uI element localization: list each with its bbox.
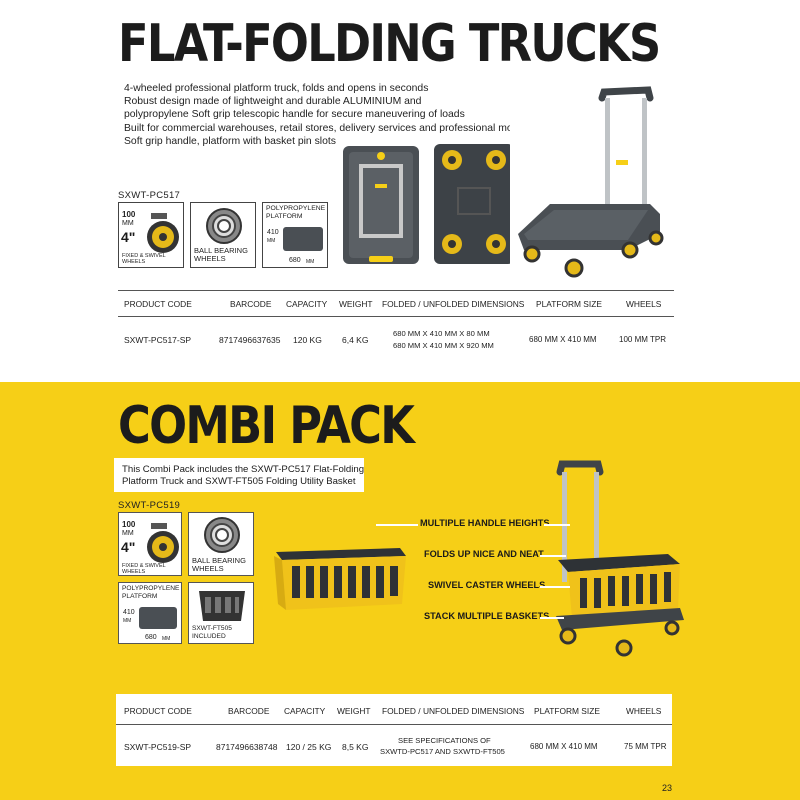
cell-product-code: SXWT-PC517-SP [124,335,192,345]
platform-shape-icon [139,607,177,629]
wheel-size-mm: 100 [122,520,136,529]
header-product-code: PRODUCT CODE [124,706,192,716]
callout-folds-up: FOLDS UP NICE AND NEAT [424,549,544,559]
intro-box: This Combi Pack includes the SXWT-PC517 … [114,458,364,492]
ball-bearing-feature: BALL BEARING WHEELS [188,512,254,576]
table-divider [116,724,672,725]
callout-line [540,586,570,588]
bullet-item: Robust design made of lightweight and du… [124,96,422,108]
section-title-combi-pack: COMBI PACK [118,396,415,456]
platform-depth-unit: MM [123,618,132,624]
callout-line [544,524,570,526]
ball-bearing-icon [203,516,241,559]
intro-line: This Combi Pack includes the SXWT-PC517 … [122,464,365,475]
intro-line: Platform Truck and SXWT-FT505 Folding Ut… [122,476,356,487]
platform-width-unit: MM [306,259,315,265]
wheel-caption: FIXED & SWIVEL WHEELS [122,253,166,265]
model-number: SXWT-PC519 [118,500,181,511]
bearing-caption: BALL BEARING WHEELS [192,556,246,573]
basket-icon [197,587,247,628]
cell-wheels: 100 MM TPR [619,335,666,344]
wheel-size-feature: 100 MM 4" FIXED & SWIVEL WHEELS [118,202,184,268]
callout-handle-heights: MULTIPLE HANDLE HEIGHTS [420,518,550,528]
spec-table: PRODUCT CODE BARCODE CAPACITY WEIGHT FOL… [116,694,672,766]
wheel-size-unit: MM [122,220,134,227]
basket-feature: SXWT-FT505 INCLUDED [188,582,254,644]
caster-wheel-icon [141,213,181,260]
page-number: 23 [662,783,673,793]
header-platform-size: PLATFORM SIZE [536,299,602,309]
wheel-size-feature: 100 MM 4" FIXED & SWIVEL WHEELS [118,512,182,576]
header-barcode: BARCODE [230,299,272,309]
wheel-size-unit: MM [122,530,134,537]
model-number: SXWT-PC517 [118,190,181,201]
cell-platform-size: 680 MM X 410 MM [530,742,598,751]
header-capacity: CAPACITY [284,706,326,716]
cell-platform-size: 680 MM X 410 MM [529,335,597,344]
platform-caption: POLYPROPYLENE PLATFORM [266,205,326,220]
wheel-size-mm: 100 [122,210,136,219]
ball-bearing-feature: BALL BEARING WHEELS [190,202,256,268]
callout-swivel-wheels: SWIVEL CASTER WHEELS [428,580,546,590]
platform-feature: POLYPROPYLENE PLATFORM 410 MM 680 MM [118,582,182,644]
header-weight: WEIGHT [337,706,371,716]
platform-shape-icon [283,227,323,251]
platform-depth: 410 [123,609,135,616]
header-weight: WEIGHT [339,299,373,309]
feature-bullet-list: 4-wheeled professional platform truck, f… [124,82,532,148]
header-platform-size: PLATFORM SIZE [534,706,600,716]
header-capacity: CAPACITY [286,299,328,309]
platform-width: 680 [289,257,301,264]
callout-line [540,555,566,557]
bullet-item: 4-wheeled professional platform truck, f… [124,83,429,94]
platform-truck-image [510,64,690,278]
header-dimensions: FOLDED / UNFOLDED DIMENSIONS [382,299,525,309]
header-wheels: WHEELS [626,706,662,716]
cell-barcode: 8717496638748 [216,742,278,752]
platform-feature: POLYPROPYLENE PLATFORM 410 MM 680 MM [262,202,328,268]
folded-truck-back-image [428,138,520,268]
table-divider [118,290,674,291]
header-product-code: PRODUCT CODE [124,299,192,309]
ball-bearing-icon [205,207,243,250]
platform-width: 680 [145,634,157,641]
cell-dimensions-note: SXWTD-PC517 AND SXWTD-FT505 [380,747,505,756]
wheel-size-inch: 4" [121,539,136,555]
bullet-item: Soft grip handle, platform with basket p… [124,135,336,147]
caster-wheel-icon [141,523,181,570]
cell-product-code: SXWT-PC519-SP [124,742,192,752]
combi-truck-image [548,460,688,665]
callout-stack-baskets: STACK MULTIPLE BASKETS [424,611,550,621]
bullet-item: Built for commercial warehouses, retail … [124,122,533,134]
header-dimensions: FOLDED / UNFOLDED DIMENSIONS [382,706,525,716]
cell-dimensions-unfolded: 680 MM X 410 MM X 920 MM [393,341,494,350]
wheel-size-inch: 4" [121,229,136,245]
platform-caption: POLYPROPYLENE PLATFORM [122,585,180,600]
cell-dimensions-note: SEE SPECIFICATIONS OF [398,736,491,745]
cell-barcode: 8717496637635 [219,335,281,345]
header-wheels: WHEELS [626,299,662,309]
cell-dimensions-folded: 680 MM X 410 MM X 80 MM [393,329,490,338]
header-barcode: BARCODE [228,706,270,716]
folded-truck-front-image [335,138,427,268]
basket-caption: SXWT-FT505 INCLUDED [192,625,232,640]
cell-weight: 8,5 KG [342,742,369,752]
callout-line [540,617,564,619]
folding-basket-image [270,538,410,623]
cell-capacity: 120 / 25 KG [286,742,332,752]
platform-width-unit: MM [162,636,171,642]
cell-weight: 6,4 KG [342,335,369,345]
cell-capacity: 120 KG [293,335,322,345]
table-divider [118,316,674,317]
bullet-item: polypropylene Soft grip telescopic handl… [124,109,465,121]
platform-depth: 410 [267,229,279,236]
wheel-caption: FIXED & SWIVEL WHEELS [122,563,166,575]
platform-depth-unit: MM [267,238,276,244]
bearing-caption: BALL BEARING WHEELS [194,246,248,263]
cell-wheels: 75 MM TPR [624,742,667,751]
callout-line [376,524,418,526]
